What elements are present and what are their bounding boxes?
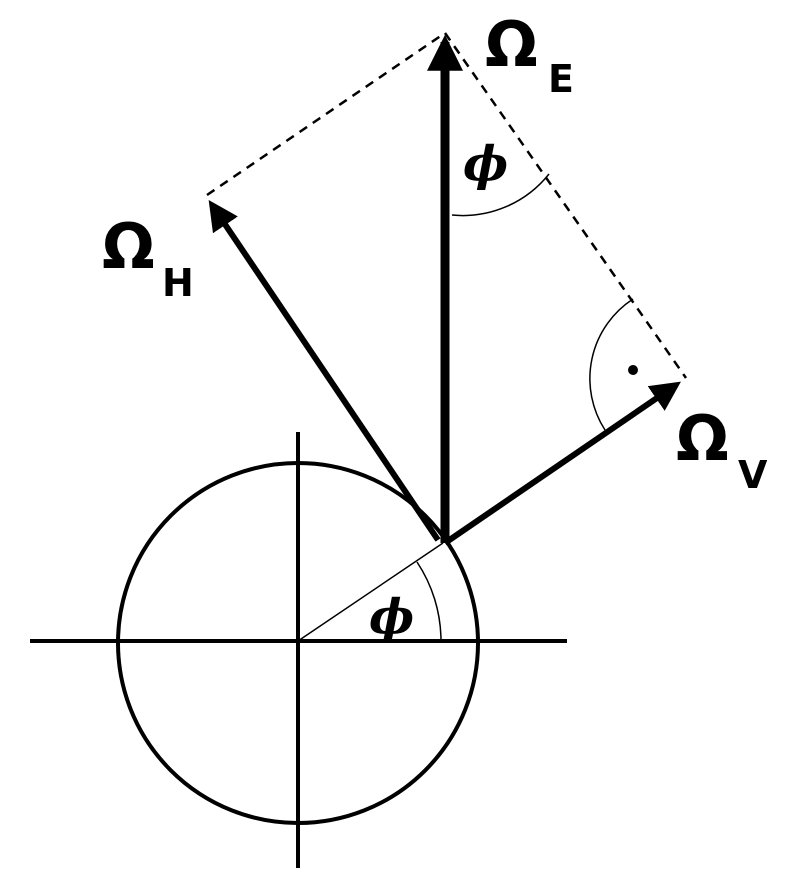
center-phi-label: ϕ (369, 589, 414, 645)
right-angle-dot (628, 365, 638, 375)
omega-v-vector (443, 381, 681, 546)
omega-v-label: Ω V (676, 402, 768, 497)
latitude-radius-line (297, 542, 444, 642)
omega-h-vector (208, 200, 441, 542)
right-angle-arc (589, 298, 634, 431)
omega-v-subscript: V (738, 453, 768, 497)
latitude-angle-arc (416, 561, 442, 641)
omega-v-symbol: Ω (676, 402, 729, 475)
omega-e-symbol: Ω (485, 8, 538, 81)
tip-angle-arc (451, 173, 550, 217)
dashed-construction-right (443, 32, 688, 379)
dashed-construction-top (206, 31, 446, 197)
omega-e-label: Ω E (485, 8, 574, 101)
omega-h-label: Ω H (102, 210, 194, 305)
tip-phi-label: ϕ (463, 136, 508, 192)
omega-h-subscript: H (162, 261, 194, 305)
omega-e-subscript: E (548, 57, 574, 101)
omega-h-symbol: Ω (102, 210, 155, 283)
